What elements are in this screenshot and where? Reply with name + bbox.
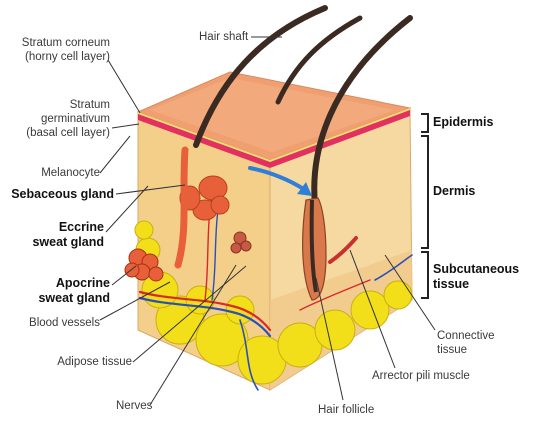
label-apocrine-sweat-gland: Apocrine sweat gland xyxy=(38,276,110,305)
arrector-pili-muscle xyxy=(328,236,358,264)
hair-root xyxy=(309,199,318,293)
leader-lines xyxy=(99,36,436,406)
label-epidermis: Epidermis xyxy=(433,115,494,129)
label-subcutaneous-tissue: Subcutaneous tissue xyxy=(433,262,520,291)
layer-brackets xyxy=(421,113,429,299)
sweat-duct xyxy=(174,146,189,269)
apocrine-sweat-gland-coil xyxy=(124,248,164,282)
hair-follicle-bulb xyxy=(302,197,327,301)
label-adipose-tissue: Adipose tissue xyxy=(57,356,132,368)
label-connective-tissue: Connective tissue xyxy=(437,330,495,356)
label-hair-shaft: Hair shaft xyxy=(199,31,249,43)
label-arrector-pili-muscle: Arrector pili muscle xyxy=(372,370,470,382)
hair-shafts xyxy=(193,5,413,208)
label-stratum-germinativum: Stratum germinativum (basal cell layer) xyxy=(26,99,110,139)
label-sebaceous-gland: Sebaceous gland xyxy=(11,187,114,201)
label-hair-follicle: Hair follicle xyxy=(318,404,375,416)
label-eccrine-sweat-gland: Eccrine sweat gland xyxy=(32,220,104,249)
label-dermis: Dermis xyxy=(433,184,476,198)
eccrine-gland-coil xyxy=(230,231,252,254)
skin-surface-shade xyxy=(150,78,395,152)
adipose-fat-cells xyxy=(134,220,413,385)
label-nerves: Nerves xyxy=(116,400,153,412)
blue-arrow xyxy=(248,166,312,196)
label-blood-vessels: Blood vessels xyxy=(29,317,100,329)
label-melanocyte: Melanocyte xyxy=(41,167,100,179)
label-stratum-corneum: Stratum corneum (horny cell layer) xyxy=(21,37,110,63)
